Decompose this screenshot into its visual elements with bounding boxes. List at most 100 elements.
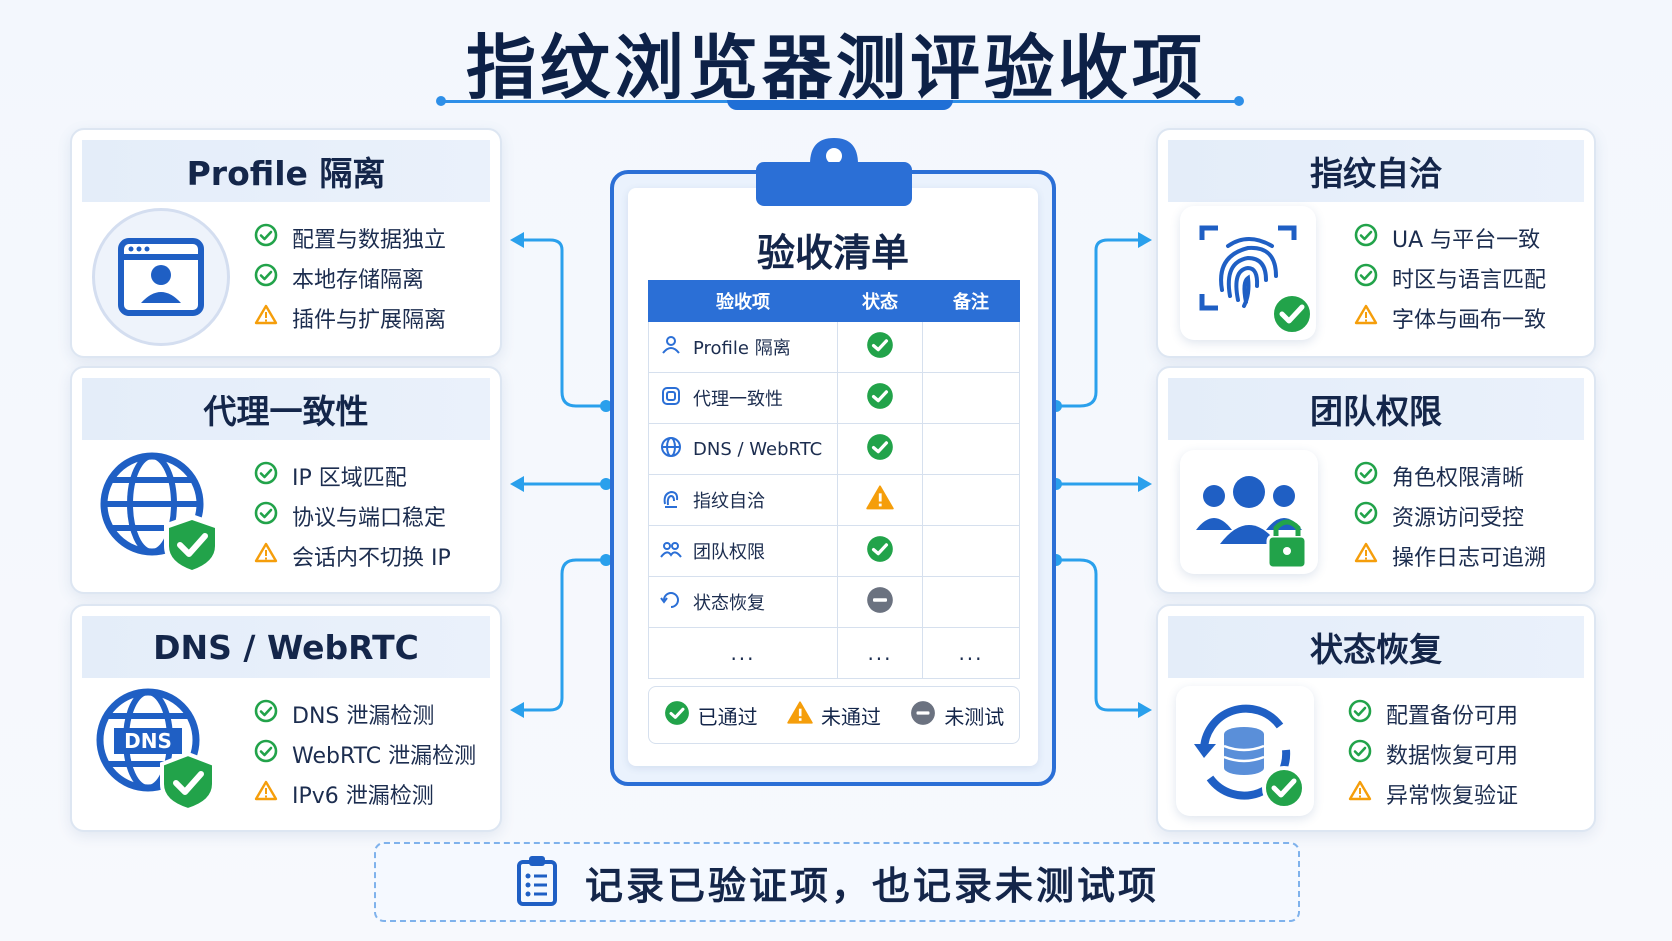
card-title: 状态恢复 — [1168, 616, 1584, 678]
warning-icon — [254, 780, 278, 801]
table-row: 指纹自洽 — [648, 474, 1020, 526]
status-cell — [837, 525, 923, 577]
checklist-title: 验收清单 — [756, 231, 909, 275]
legend-item: 已通过 — [664, 700, 758, 731]
list-item: 会话内不切换 IP — [254, 536, 451, 576]
list-item: DNS 泄漏检测 — [254, 694, 476, 734]
check-circle-icon — [1354, 501, 1378, 525]
list-item: 协议与端口稳定 — [254, 496, 451, 536]
list-item: 配置与数据独立 — [254, 218, 446, 258]
check-circle-icon — [867, 535, 893, 562]
list-item: UA 与平台一致 — [1354, 218, 1546, 258]
minus-circle-icon — [867, 586, 893, 613]
footer-text: 记录已验证项，也记录未测试项 — [584, 863, 1159, 908]
minus-circle-icon — [911, 700, 936, 725]
left-connectors — [510, 232, 612, 718]
list-item: 本地存储隔离 — [254, 258, 446, 298]
list-item: 操作日志可追溯 — [1354, 536, 1546, 576]
legend-item: 未通过 — [787, 700, 881, 731]
check-circle-icon — [1348, 739, 1372, 763]
table-row-more: ... ... ... — [648, 627, 1020, 679]
card-title: Profile 隔离 — [82, 140, 490, 202]
globe-shield-icon — [96, 448, 236, 580]
check-circle-icon — [254, 739, 278, 763]
fingerprint-small-icon — [659, 486, 693, 515]
note-cell — [922, 576, 1020, 628]
check-circle-icon — [1354, 461, 1378, 485]
list-item: IPv6 泄漏检测 — [254, 774, 476, 814]
database-restore-icon — [1176, 686, 1314, 816]
team-lock-icon — [1180, 450, 1318, 574]
right-connectors — [1050, 232, 1152, 718]
check-circle-icon — [254, 501, 278, 525]
warning-icon — [1354, 542, 1378, 563]
check-circle-icon — [1354, 263, 1378, 287]
page-title: 指纹浏览器测评验收项 — [466, 27, 1206, 109]
status-cell — [837, 474, 923, 526]
column-header: 备注 — [922, 280, 1020, 322]
ellipsis: ... — [837, 627, 923, 679]
note-cell — [922, 474, 1020, 526]
card-title: 代理一致性 — [82, 378, 490, 440]
list-item: IP 区域匹配 — [254, 456, 451, 496]
note-cell — [922, 372, 1020, 424]
list-item: 时区与语言匹配 — [1354, 258, 1546, 298]
card-fingerprint-consistency: 指纹自洽 UA 与平台一致 时区与语言匹配 字体与画布一致 — [1156, 128, 1596, 358]
status-legend: 已通过 未通过 未测试 — [648, 686, 1020, 744]
check-circle-icon — [867, 382, 893, 409]
list-item: 异常恢复验证 — [1348, 774, 1518, 814]
status-cell — [837, 423, 923, 475]
list-item: 资源访问受控 — [1354, 496, 1546, 536]
card-team-permissions: 团队权限 角色权限清晰 资源访问受控 操作日志可追溯 — [1156, 366, 1596, 594]
ellipsis: ... — [922, 627, 1020, 679]
item-list: 配置备份可用 数据恢复可用 异常恢复验证 — [1348, 694, 1518, 814]
column-header: 验收项 — [648, 280, 838, 322]
legend-item: 未测试 — [910, 700, 1004, 731]
user-group-icon — [659, 333, 693, 362]
item-list: 角色权限清晰 资源访问受控 操作日志可追溯 — [1354, 456, 1546, 576]
restore-icon — [659, 588, 693, 617]
list-item: WebRTC 泄漏检测 — [254, 734, 476, 774]
warning-icon — [1354, 304, 1378, 325]
item-list: UA 与平台一致 时区与语言匹配 字体与画布一致 — [1354, 218, 1546, 338]
list-item: 字体与画布一致 — [1354, 298, 1546, 338]
warning-icon — [254, 304, 278, 325]
item-list: DNS 泄漏检测 WebRTC 泄漏检测 IPv6 泄漏检测 — [254, 694, 476, 814]
warning-icon — [1348, 780, 1372, 801]
table-row: Profile 隔离 — [648, 321, 1020, 373]
title-underline — [436, 96, 1244, 110]
check-circle-icon — [1348, 699, 1372, 723]
check-circle-icon — [867, 331, 893, 358]
column-header: 状态 — [837, 280, 923, 322]
table-row: DNS / WebRTC — [648, 423, 1020, 475]
card-title: 指纹自洽 — [1168, 140, 1584, 202]
check-circle-icon — [867, 433, 893, 460]
table-row: 状态恢复 — [648, 576, 1020, 628]
dns-globe-icon: DNS — [92, 684, 232, 816]
item-list: IP 区域匹配 协议与端口稳定 会话内不切换 IP — [254, 456, 451, 576]
card-state-recovery: 状态恢复 配置备份可用 数据恢复可用 异常恢复验证 — [1156, 604, 1596, 832]
check-circle-icon — [254, 461, 278, 485]
note-cell — [922, 423, 1020, 475]
list-item: 插件与扩展隔离 — [254, 298, 446, 338]
ellipsis: ... — [648, 627, 838, 679]
fingerprint-icon — [1180, 206, 1316, 340]
check-circle-icon — [254, 263, 278, 287]
checklist-table: 验收项 状态 备注 Profile 隔离 代理一致性 DNS / WebRTC … — [648, 280, 1020, 679]
check-circle-icon — [254, 699, 278, 723]
profile-window-icon — [92, 208, 230, 346]
footer-note: 记录已验证项，也记录未测试项 — [374, 842, 1300, 922]
card-title: DNS / WebRTC — [82, 616, 490, 678]
proxy-icon — [659, 384, 693, 413]
status-cell — [837, 576, 923, 628]
list-item: 角色权限清晰 — [1354, 456, 1546, 496]
note-cell — [922, 321, 1020, 373]
check-circle-icon — [664, 700, 689, 725]
item-list: 配置与数据独立 本地存储隔离 插件与扩展隔离 — [254, 218, 446, 338]
clipboard-list-icon — [515, 854, 559, 910]
card-dns-webrtc: DNS / WebRTC DNS DNS 泄漏检测 WebRTC 泄漏检测 IP… — [70, 604, 502, 832]
clipboard-clip-icon — [756, 138, 912, 206]
list-item: 数据恢复可用 — [1348, 734, 1518, 774]
status-cell — [837, 372, 923, 424]
note-cell — [922, 525, 1020, 577]
